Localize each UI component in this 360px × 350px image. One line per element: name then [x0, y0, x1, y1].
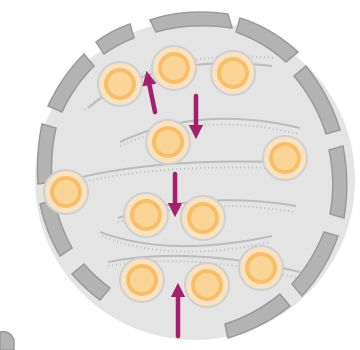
- granule: [124, 193, 168, 237]
- granule: [211, 51, 255, 95]
- granule: [152, 46, 196, 90]
- membrane-fragment: [0, 332, 14, 350]
- granule: [146, 120, 190, 164]
- granule: [185, 263, 229, 307]
- granule: [263, 136, 307, 180]
- granule: [44, 170, 88, 214]
- granule: [239, 246, 283, 290]
- granule: [120, 258, 164, 302]
- granule: [181, 196, 225, 240]
- granule: [98, 62, 142, 106]
